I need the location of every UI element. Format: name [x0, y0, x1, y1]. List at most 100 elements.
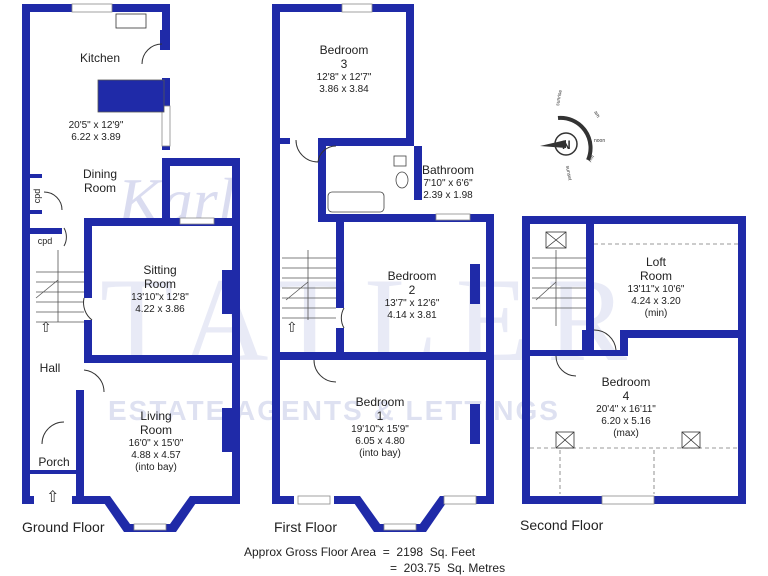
window: [435, 213, 471, 221]
bedroom4-label-1: Bedroom: [602, 375, 651, 389]
bedroom2-label-1: Bedroom: [388, 269, 437, 283]
dining-label-1: Dining: [83, 167, 117, 181]
wall-segment: [582, 330, 594, 356]
wall-segment: [620, 330, 746, 338]
wall-segment: [22, 174, 42, 178]
chimney: [470, 264, 480, 304]
bedroom3-label-1: Bedroom: [320, 43, 369, 57]
living-imperial: 16'0" x 15'0": [129, 438, 184, 449]
wall-segment: [318, 138, 414, 146]
window: [297, 495, 331, 505]
watermark-subtitle: ESTATE AGENTS & LETTINGS: [108, 395, 560, 426]
wall-segment: [336, 328, 344, 358]
kitchen-label: Kitchen: [80, 51, 120, 65]
living-label-1: Living: [140, 409, 171, 423]
sitting-metric: 4.22 x 3.86: [135, 304, 185, 315]
bedroom4-label-2: 4: [623, 389, 630, 403]
wall-segment: [272, 4, 280, 504]
wall-segment: [280, 496, 294, 504]
compass-sunset: sunset: [564, 165, 573, 181]
bedroom1-label-2: 1: [377, 409, 384, 423]
ground-floor: ⇧ ⇧ Kitchen 20'5" x 12'9" 6.22 x 3.89 Di…: [22, 3, 240, 535]
wall-segment: [318, 214, 494, 222]
toilet: [395, 171, 409, 189]
wall-segment: [160, 30, 170, 50]
loft-imperial: 13'11"x 10'6": [628, 284, 685, 295]
wall-segment: [22, 470, 76, 474]
window: [179, 217, 215, 225]
hall-label: Hall: [40, 361, 61, 375]
skylight-icon: [555, 431, 575, 449]
compass-needle-icon: [540, 140, 566, 148]
wall-segment: [280, 352, 494, 360]
wall-segment: [280, 138, 290, 144]
bathroom-label: Bathroom: [422, 163, 474, 177]
bedroom3-label-2: 3: [341, 57, 348, 71]
bedroom2-label-2: 2: [409, 283, 416, 297]
kitchen-dining-metric: 6.22 x 3.89: [71, 132, 121, 143]
window: [133, 523, 167, 531]
chimney: [470, 404, 480, 444]
second-floor-title: Second Floor: [520, 517, 604, 533]
wall-segment: [162, 158, 240, 166]
wall-segment: [318, 146, 326, 222]
window: [383, 523, 417, 531]
skylight-icon: [681, 431, 701, 449]
window: [341, 3, 373, 13]
bedroom4-imperial: 20'4" x 16'11": [596, 404, 656, 415]
bedroom1-label-1: Bedroom: [356, 395, 405, 409]
chimney: [222, 270, 232, 314]
cpd-label: cpd: [38, 236, 53, 246]
sitting-label-1: Sitting: [143, 263, 176, 277]
gross-area: Approx Gross Floor Area = 2198 Sq. Feet …: [244, 545, 505, 575]
loft-label-1: Loft: [646, 255, 667, 269]
second-stairs: [532, 250, 586, 326]
wall-segment: [586, 224, 594, 330]
bedroom4-note: (max): [613, 428, 639, 439]
compass-north: N: [562, 138, 571, 152]
bedroom1-imperial: 19'10"x 15'9": [351, 424, 409, 435]
wall-segment: [522, 216, 746, 224]
window: [443, 495, 477, 505]
window: [161, 105, 171, 147]
wall-segment: [232, 166, 240, 504]
bedroom2-imperial: 13'7" x 12'6": [385, 298, 440, 309]
watermark-letters: TATLER: [100, 253, 645, 386]
watermark: Karl TATLER ESTATE AGENTS & LETTINGS: [100, 165, 645, 426]
wall-segment: [620, 330, 628, 356]
sitting-label-2: Room: [144, 277, 176, 291]
wall-segment: [84, 218, 240, 226]
loft-metric: 4.24 x 3.20: [631, 296, 681, 307]
wall-segment: [414, 146, 422, 200]
wall-segment: [336, 222, 344, 308]
basin: [393, 155, 407, 167]
bedroom1-note: (into bay): [359, 448, 401, 459]
up-arrow-icon: ⇧: [286, 319, 298, 335]
kitchen-counter: [97, 79, 165, 113]
first-floor-title: First Floor: [274, 519, 337, 535]
gross-area-metres: = 203.75 Sq. Metres: [390, 561, 505, 575]
ground-floor-title: Ground Floor: [22, 519, 105, 535]
wall-segment: [72, 496, 110, 504]
compass: N sunrise am noon pm sunset: [540, 89, 605, 181]
compass-noon: noon: [594, 138, 605, 144]
wall-segment: [22, 4, 30, 504]
loft-label-2: Room: [640, 269, 672, 283]
bay-window: [352, 496, 448, 532]
wall-segment: [84, 320, 92, 363]
compass-sunrise: sunrise: [555, 89, 564, 106]
wall-segment: [334, 496, 360, 504]
wall-segment: [84, 355, 240, 363]
bathroom-imperial: 7'10" x 6'6": [423, 178, 473, 189]
living-metric: 4.88 x 4.57: [131, 450, 181, 461]
doors-first: [295, 139, 345, 383]
loft-note: (min): [645, 308, 668, 319]
doors-ground: [41, 43, 163, 445]
wall-segment: [76, 390, 84, 500]
compass-pm: pm: [587, 154, 596, 163]
wall-segment: [406, 4, 414, 146]
sink: [115, 13, 147, 29]
wall-segment: [22, 210, 42, 214]
skylight-icon: [545, 231, 567, 249]
